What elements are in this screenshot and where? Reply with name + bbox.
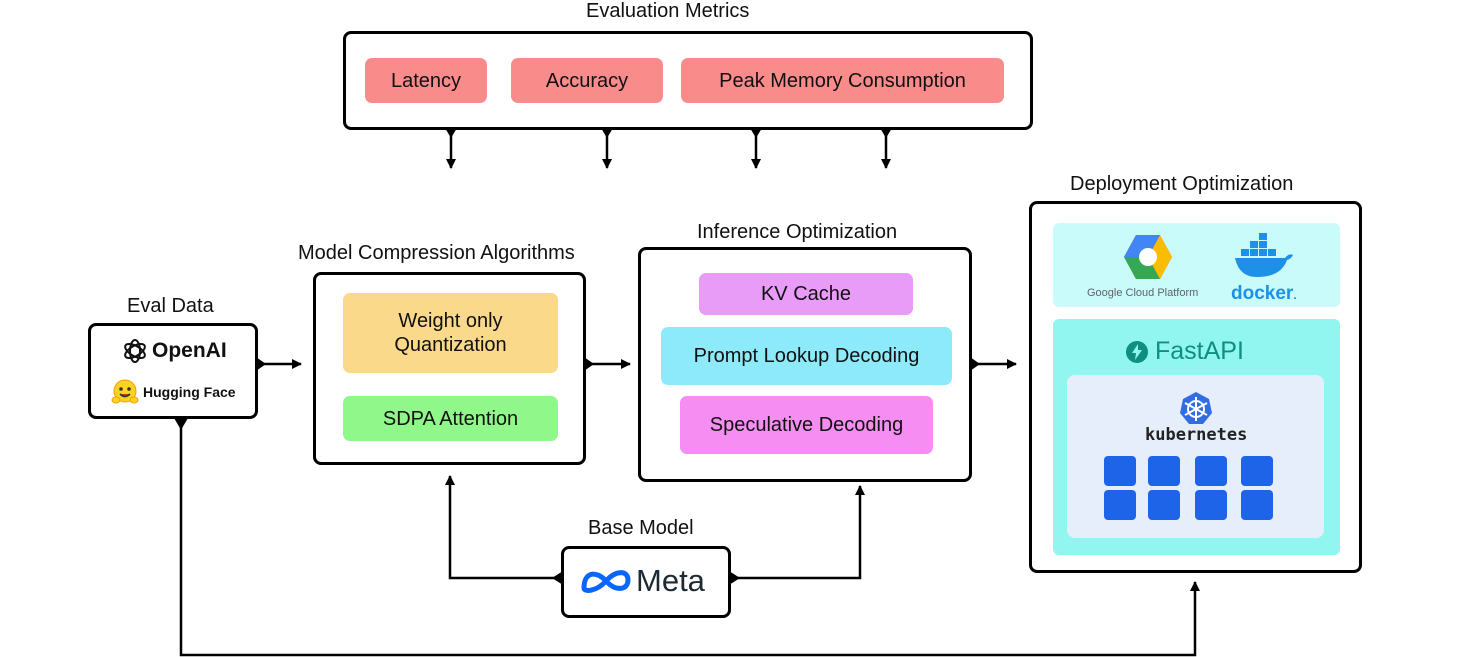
metric-latency: Latency [365, 58, 487, 103]
compression-box: Weight only Quantization SDPA Attention [313, 272, 586, 465]
fastapi-panel: FastAPI kubernetes [1053, 319, 1340, 555]
deployment-box: Google Cloud Platform docker. FastAPI [1029, 201, 1362, 573]
sdpa-attention: SDPA Attention [343, 396, 558, 441]
eval-metrics-title: Evaluation Metrics [586, 0, 750, 22]
compression-title: Model Compression Algorithms [298, 242, 575, 264]
speculative-decoding: Speculative Decoding [680, 396, 933, 454]
k8s-node [1195, 456, 1227, 486]
openai-icon [124, 339, 146, 363]
k8s-node [1104, 456, 1136, 486]
docker-logo: docker. [1231, 233, 1301, 304]
fastapi-logo: FastAPI [1125, 337, 1244, 366]
eval-data-box: OpenAI Hugging Face [88, 323, 258, 419]
base-model-box: Meta [561, 546, 731, 618]
metric-peak-memory: Peak Memory Consumption [681, 58, 1004, 103]
inference-box: KV Cache Prompt Lookup Decoding Speculat… [638, 247, 972, 482]
kubernetes-label: kubernetes [1145, 425, 1248, 445]
eval-metrics-box: Latency Accuracy Peak Memory Consumption [343, 31, 1033, 130]
kv-cache: KV Cache [699, 273, 913, 315]
meta-infinity-icon [581, 570, 631, 593]
k8s-node [1148, 490, 1180, 520]
eval-data-title: Eval Data [127, 295, 214, 317]
base-model-title: Base Model [588, 517, 694, 539]
k8s-node [1195, 490, 1227, 520]
fastapi-bolt-icon [1126, 340, 1148, 363]
prompt-lookup-decoding: Prompt Lookup Decoding [661, 327, 952, 385]
metric-accuracy: Accuracy [511, 58, 663, 103]
inference-title: Inference Optimization [697, 221, 898, 243]
google-cloud-icon [1124, 235, 1172, 279]
fastapi-label: FastAPI [1155, 337, 1244, 365]
k8s-node [1104, 490, 1136, 520]
openai-logo: OpenAI [121, 336, 227, 366]
docker-whale-icon [1235, 233, 1293, 277]
k8s-node [1241, 490, 1273, 520]
gcp-logo: Google Cloud Platform [1087, 233, 1207, 303]
hugging-face-label: Hugging Face [143, 384, 236, 400]
weight-only-quantization: Weight only Quantization [343, 293, 558, 373]
kubernetes-icon [1180, 392, 1212, 424]
k8s-node [1241, 456, 1273, 486]
meta-logo: Meta [580, 563, 705, 599]
docker-label: docker. [1231, 283, 1297, 304]
cloud-providers-panel: Google Cloud Platform docker. [1053, 223, 1340, 307]
openai-label: OpenAI [152, 339, 227, 362]
meta-label: Meta [636, 563, 705, 598]
k8s-node [1148, 456, 1180, 486]
kubernetes-panel: kubernetes [1067, 375, 1324, 538]
gcp-label: Google Cloud Platform [1087, 287, 1199, 299]
deployment-title: Deployment Optimization [1070, 173, 1294, 195]
huggingface-logo: Hugging Face [111, 378, 236, 406]
hugging-face-icon [111, 379, 139, 404]
